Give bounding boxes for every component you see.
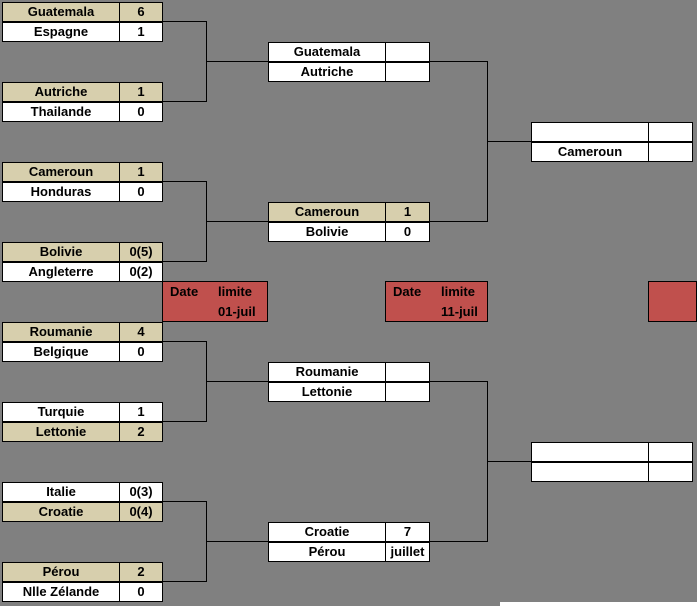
sheet-edge [500, 602, 697, 606]
bracket-line [163, 261, 207, 262]
deadline-box [648, 281, 697, 322]
score-cell[interactable]: 6 [119, 2, 163, 22]
score-cell[interactable]: 7 [385, 522, 430, 542]
score-cell[interactable]: 1 [119, 402, 163, 422]
team-cell[interactable] [531, 442, 649, 462]
team-cell[interactable]: Thailande [2, 102, 120, 122]
bracket-line [206, 221, 268, 222]
bracket-line [163, 501, 207, 502]
score-cell[interactable]: 0(4) [119, 502, 163, 522]
score-cell[interactable]: 0 [385, 222, 430, 242]
score-cell[interactable]: 0(3) [119, 482, 163, 502]
team-cell[interactable]: Espagne [2, 22, 120, 42]
team-cell[interactable]: Croatie [2, 502, 120, 522]
bracket-line [206, 541, 268, 542]
score-cell[interactable]: 1 [119, 22, 163, 42]
deadline-date: 01-juil [218, 304, 256, 319]
team-cell[interactable]: Guatemala [268, 42, 386, 62]
score-cell[interactable] [385, 62, 430, 82]
score-cell[interactable]: 0(5) [119, 242, 163, 262]
bracket-line [206, 381, 268, 382]
team-cell[interactable]: Nlle Zélande [2, 582, 120, 602]
deadline-date: 11-juil [441, 304, 478, 319]
team-cell[interactable]: Cameroun [531, 142, 649, 162]
team-cell[interactable]: Croatie [268, 522, 386, 542]
deadline-box [162, 281, 268, 322]
team-cell[interactable]: Honduras [2, 182, 120, 202]
score-cell[interactable]: 0(2) [119, 262, 163, 282]
bracket-line [430, 381, 488, 382]
score-cell[interactable]: 0 [119, 182, 163, 202]
score-cell[interactable] [648, 142, 693, 162]
team-cell[interactable]: Guatemala [2, 2, 120, 22]
score-cell[interactable] [648, 442, 693, 462]
bracket-line [487, 461, 531, 462]
score-cell[interactable]: 1 [119, 162, 163, 182]
team-cell[interactable]: Pérou [2, 562, 120, 582]
team-cell[interactable]: Roumanie [2, 322, 120, 342]
score-cell[interactable]: 0 [119, 102, 163, 122]
bracket-line [430, 541, 488, 542]
team-cell[interactable]: Italie [2, 482, 120, 502]
team-cell[interactable]: Pérou [268, 542, 386, 562]
bracket-line [163, 181, 207, 182]
team-cell[interactable]: Bolivie [268, 222, 386, 242]
bracket-line [163, 101, 207, 102]
deadline-box [385, 281, 488, 322]
score-cell[interactable] [648, 122, 693, 142]
team-cell[interactable]: Angleterre [2, 262, 120, 282]
bracket-line [430, 221, 488, 222]
team-cell[interactable]: Autriche [268, 62, 386, 82]
team-cell[interactable]: Belgique [2, 342, 120, 362]
bracket-line [163, 581, 207, 582]
score-cell[interactable] [385, 42, 430, 62]
score-cell[interactable] [385, 362, 430, 382]
bracket-line [163, 21, 207, 22]
score-cell[interactable]: 2 [119, 422, 163, 442]
team-cell[interactable]: Roumanie [268, 362, 386, 382]
bracket-line [487, 141, 531, 142]
deadline-label: Date [393, 284, 422, 299]
score-cell[interactable]: juillet [385, 542, 430, 562]
team-cell[interactable]: Bolivie [2, 242, 120, 262]
team-cell[interactable]: Turquie [2, 402, 120, 422]
deadline-label: limite [441, 284, 475, 299]
score-cell[interactable]: 0 [119, 582, 163, 602]
team-cell[interactable]: Cameroun [2, 162, 120, 182]
bracket-line [206, 61, 268, 62]
score-cell[interactable]: 4 [119, 322, 163, 342]
deadline-label: limite [218, 284, 252, 299]
score-cell[interactable] [648, 462, 693, 482]
team-cell[interactable]: Lettonie [2, 422, 120, 442]
team-cell[interactable]: Cameroun [268, 202, 386, 222]
bracket-line [163, 341, 207, 342]
team-cell[interactable] [531, 122, 649, 142]
score-cell[interactable]: 1 [119, 82, 163, 102]
score-cell[interactable] [385, 382, 430, 402]
score-cell[interactable]: 2 [119, 562, 163, 582]
score-cell[interactable]: 0 [119, 342, 163, 362]
team-cell[interactable]: Autriche [2, 82, 120, 102]
deadline-label: Date [170, 284, 199, 299]
bracket-line [163, 421, 207, 422]
team-cell[interactable] [531, 462, 649, 482]
team-cell[interactable]: Lettonie [268, 382, 386, 402]
score-cell[interactable]: 1 [385, 202, 430, 222]
bracket-line [430, 61, 488, 62]
